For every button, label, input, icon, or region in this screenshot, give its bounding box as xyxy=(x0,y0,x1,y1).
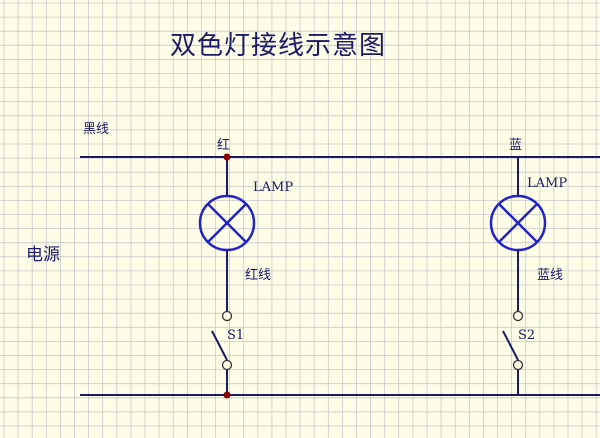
diagram-title: 双色灯接线示意图 xyxy=(170,31,387,61)
junction-top xyxy=(223,153,231,161)
lamp1-label: LAMP xyxy=(253,180,294,195)
black-wire-label: 黑线 xyxy=(83,122,110,137)
switch1-symbol xyxy=(211,310,233,371)
red-wire-label: 红线 xyxy=(245,268,272,283)
blue-node-label: 蓝 xyxy=(509,138,523,153)
red-node-label: 红 xyxy=(217,138,231,153)
junction-bottom xyxy=(223,391,231,399)
power-source-label: 电源 xyxy=(26,245,60,265)
switch2-label: S2 xyxy=(518,328,536,343)
switch2-symbol xyxy=(502,310,524,371)
lamp2-symbol xyxy=(489,194,547,252)
lamp1-symbol xyxy=(198,194,256,252)
switch1-label: S1 xyxy=(227,328,245,343)
lamp2-label: LAMP xyxy=(527,176,568,191)
blue-wire-label: 蓝线 xyxy=(537,268,564,283)
